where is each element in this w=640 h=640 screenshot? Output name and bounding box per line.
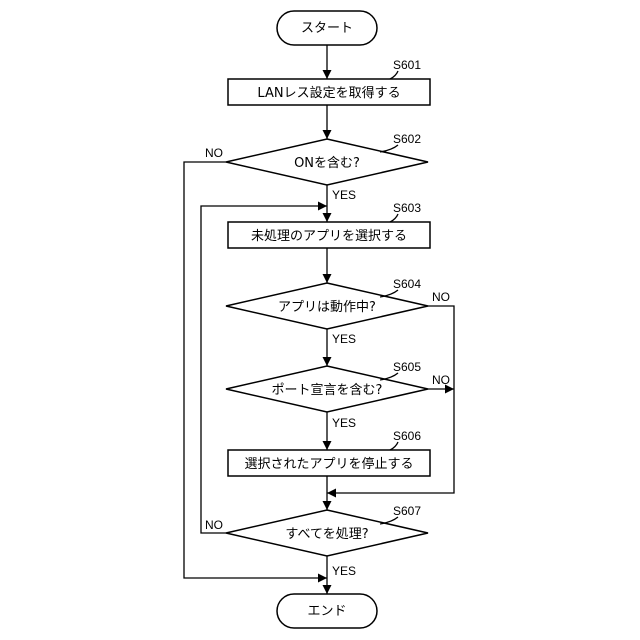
start-terminal: スタート bbox=[277, 11, 377, 45]
s605-yes-label: YES bbox=[332, 416, 356, 430]
s602-label: ONを含む? bbox=[294, 155, 360, 171]
s604-no-label: NO bbox=[432, 290, 450, 304]
s604-label: アプリは動作中? bbox=[278, 300, 376, 315]
s606-leader-line bbox=[390, 442, 398, 450]
decision-s602: ONを含む? S602 bbox=[226, 132, 428, 185]
s601-leader-line bbox=[390, 71, 398, 79]
s604-yes-label: YES bbox=[332, 332, 356, 346]
s602-step-label: S602 bbox=[393, 132, 421, 146]
process-s601: LANレス設定を取得する S601 bbox=[228, 58, 430, 105]
end-terminal: エンド bbox=[277, 594, 377, 628]
decision-s607: すべてを処理? S607 bbox=[226, 504, 428, 556]
s607-label: すべてを処理? bbox=[285, 527, 368, 542]
s602-yes-label: YES bbox=[332, 188, 356, 202]
s603-leader-line bbox=[390, 214, 398, 222]
process-s606: 選択されたアプリを停止する S606 bbox=[228, 429, 430, 476]
end-label: エンド bbox=[307, 604, 346, 619]
process-s603: 未処理のアプリを選択する S603 bbox=[228, 201, 430, 248]
s605-step-label: S605 bbox=[393, 360, 421, 374]
s603-label: 未処理のアプリを選択する bbox=[251, 229, 407, 244]
s606-step-label: S606 bbox=[393, 429, 421, 443]
s605-leader-line bbox=[380, 373, 398, 380]
decision-s605: ポート宣言を含む? S605 bbox=[226, 360, 428, 412]
s603-step-label: S603 bbox=[393, 201, 421, 215]
s601-label: LANレス設定を取得する bbox=[257, 85, 400, 101]
s604-step-label: S604 bbox=[393, 277, 421, 291]
s601-step-label: S601 bbox=[393, 58, 421, 72]
s607-yes-label: YES bbox=[332, 564, 356, 578]
s602-no-label: NO bbox=[205, 146, 223, 160]
start-label: スタート bbox=[301, 21, 353, 36]
s605-label: ポート宣言を含む? bbox=[272, 382, 383, 398]
s605-no-label: NO bbox=[432, 373, 450, 387]
arrow-s607-no-loop bbox=[201, 206, 327, 533]
s607-no-label: NO bbox=[205, 518, 223, 532]
s606-label: 選択されたアプリを停止する bbox=[244, 456, 413, 472]
s604-leader-line bbox=[380, 290, 398, 297]
s602-leader-line bbox=[380, 145, 398, 152]
s607-leader-line bbox=[380, 517, 398, 524]
s607-step-label: S607 bbox=[393, 504, 421, 518]
decision-s604: アプリは動作中? S604 bbox=[226, 277, 428, 329]
